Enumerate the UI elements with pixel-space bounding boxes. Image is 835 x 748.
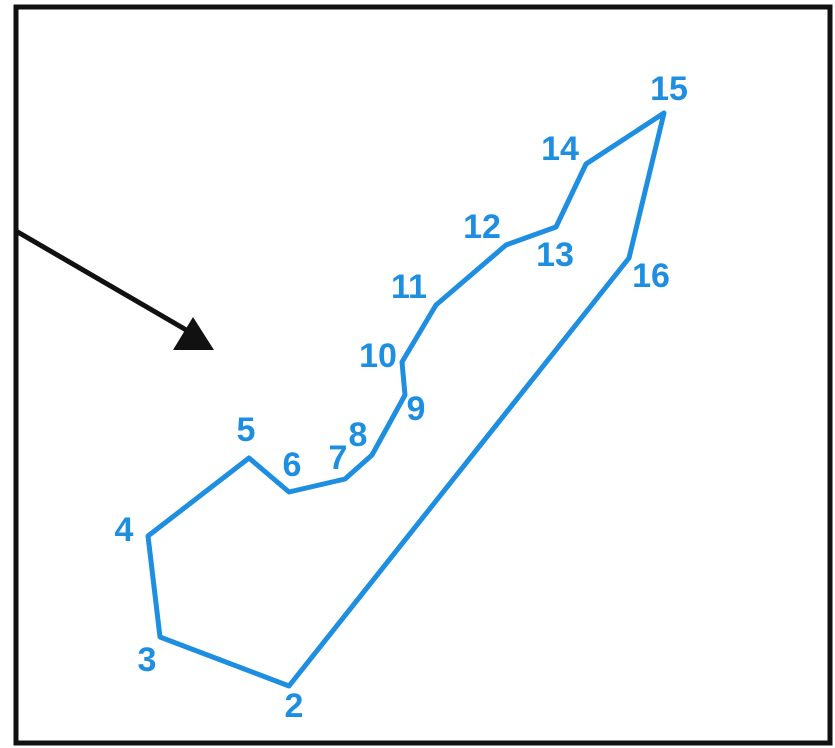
vertex-label-9: 9 [407, 390, 426, 428]
vertex-label-2: 2 [285, 687, 304, 725]
vertex-label-5: 5 [237, 411, 256, 449]
vertex-label-13: 13 [536, 236, 574, 274]
vertex-label-16: 16 [632, 257, 670, 295]
pointer-arrow-head [173, 317, 214, 350]
vertex-label-10: 10 [359, 337, 397, 375]
polygon-outline [145, 110, 667, 689]
vertex-label-4: 4 [115, 511, 134, 549]
vertex-label-12: 12 [463, 208, 501, 246]
vertex-label-11: 11 [391, 268, 427, 306]
pointer-arrow [13, 228, 214, 350]
pointer-arrow-shaft [13, 228, 191, 334]
vertex-label-14: 14 [541, 130, 579, 168]
vertex-label-7: 7 [329, 439, 348, 477]
vertex-label-6: 6 [283, 446, 302, 484]
diagram-frame [13, 4, 833, 746]
vertex-label-3: 3 [138, 641, 157, 679]
vertex-label-8: 8 [349, 416, 368, 454]
vertex-label-15: 15 [650, 70, 688, 108]
